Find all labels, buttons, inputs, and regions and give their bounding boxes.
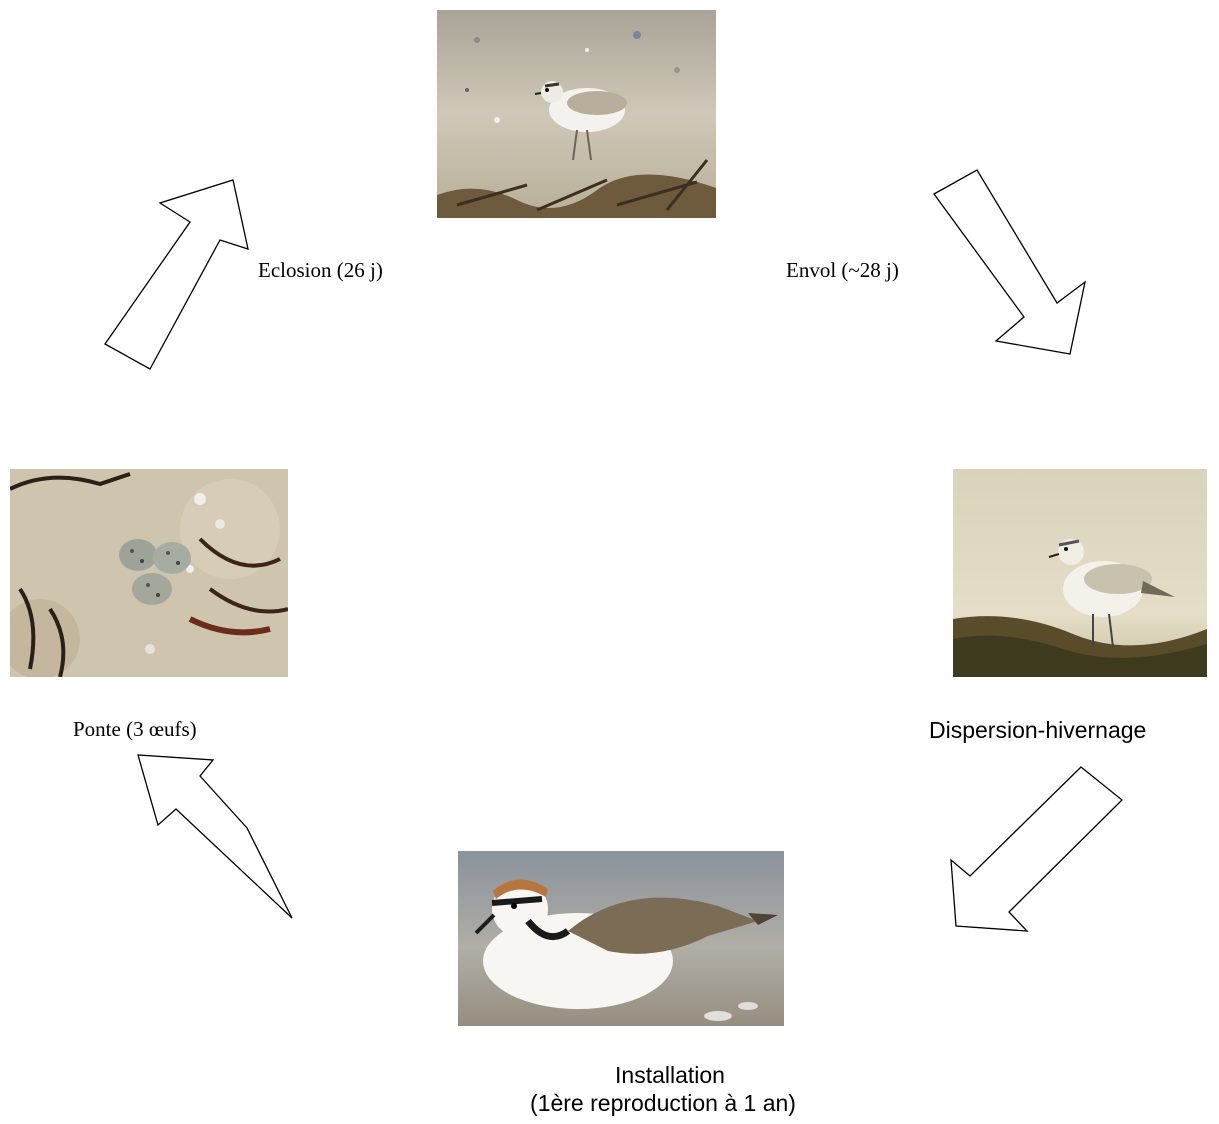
arrow-up-left-icon (137, 754, 293, 919)
arrow-down-left-icon (950, 766, 1123, 932)
laying-label: Ponte (3 œufs) (73, 717, 197, 741)
plover-resting-photo-icon (458, 851, 784, 1026)
installation-photo (458, 851, 784, 1026)
dispersion-photo (953, 469, 1207, 677)
installation-sublabel: (1ère reproduction à 1 an) (530, 1090, 796, 1116)
plover-eggs-photo-icon (10, 469, 288, 677)
arrow-down-right-icon (933, 169, 1086, 355)
installation-label: Installation (615, 1062, 725, 1088)
hatching-photo (437, 10, 716, 218)
plover-standing-photo-icon (953, 469, 1207, 677)
dispersion-label: Dispersion-hivernage (929, 717, 1147, 743)
hatching-label: Eclosion (26 j) (258, 258, 383, 282)
laying-photo (10, 469, 288, 677)
flight-label: Envol (~28 j) (786, 258, 899, 282)
arrow-up-right-icon (104, 179, 249, 370)
plover-chick-photo-icon (437, 10, 716, 218)
